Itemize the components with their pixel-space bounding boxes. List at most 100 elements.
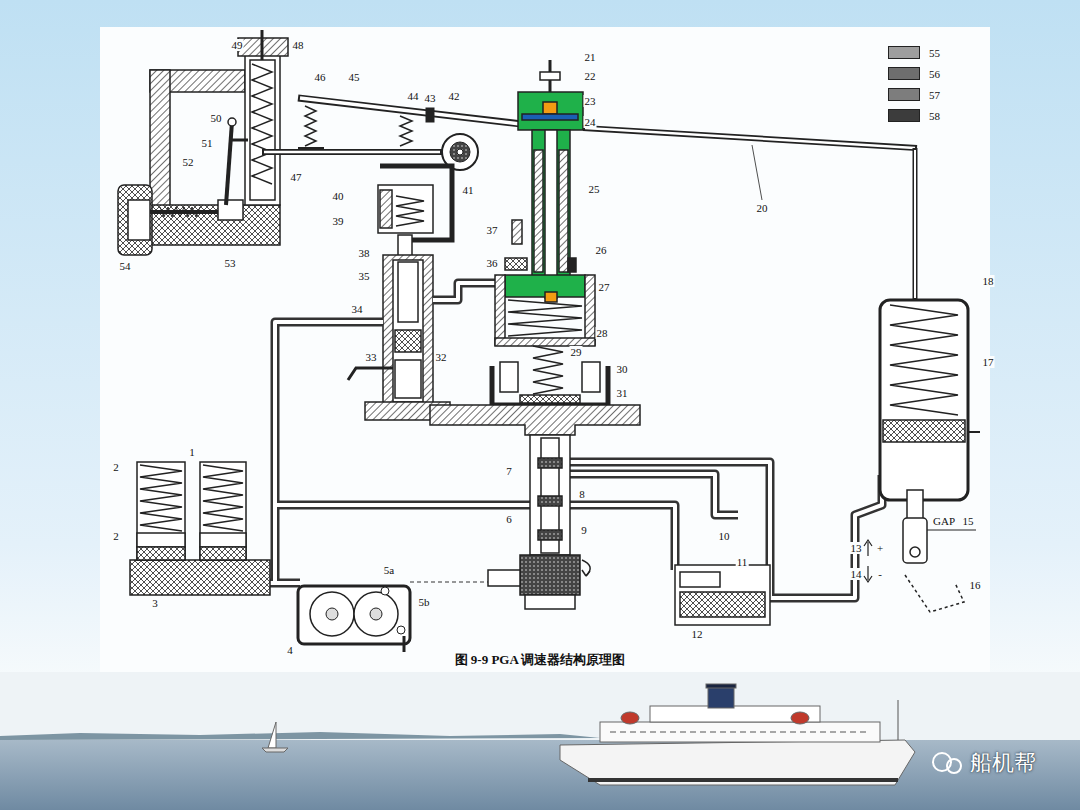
callout-number: 48 [292,39,305,51]
compensation-valve-part [383,255,433,405]
dimension-label: GAP [932,515,956,527]
legend-row: 58 [888,109,940,122]
callout-number: 38 [358,247,371,259]
ballhead-part [488,570,520,586]
ship-photo [262,684,915,785]
legend-text: 58 [929,110,940,122]
speeder-column-part [583,128,917,148]
speeder-column-part [585,128,915,148]
callout-number: 32 [435,351,448,363]
gear-pump-part [403,636,406,652]
upper-left-housing-part [250,60,275,200]
accumulator-part [200,462,246,560]
oil-pipes-part [268,283,882,598]
ship-photo-part [610,732,870,733]
buffer-piston [675,565,770,625]
ballhead-part [500,362,518,392]
levers-part [400,116,412,146]
legend-text: 57 [929,89,940,101]
watermark-icon [933,753,961,773]
gear-pump-part [298,586,410,644]
oil-pipes-part-part [770,475,882,598]
compensation-valve-part [378,185,433,233]
callout-number: 16 [969,579,982,591]
oil-pipes-part-part [570,505,675,570]
buffer-piston-part [680,572,720,587]
background-part [0,672,1080,740]
accumulator-part [137,462,185,560]
power-servo-part [864,540,872,546]
ballhead [430,275,640,609]
callout-number: 17 [982,356,995,368]
speeder-column-part [512,220,522,244]
figure-caption: 图 9-9 PGA 调速器结构原理图 [453,651,628,669]
oil-pipes-part [268,283,882,598]
accumulator-part [137,547,185,560]
ballhead-part [538,530,562,540]
upper-left-housing-part [230,139,248,142]
accumulator-part [140,465,182,531]
accumulator-part [130,560,270,595]
speeder-column-part [505,258,527,270]
callout-number: 4 [286,644,294,656]
gear-pump-part [354,592,398,636]
speeder-column-part [568,258,576,272]
levers-part [305,106,316,146]
speeder-column-part [522,114,578,120]
oil-pipes-part-part [433,283,498,300]
callout-number: 8 [578,488,586,500]
ship-photo-part [262,748,288,752]
callout-number: 44 [407,90,420,102]
power-servo-part [927,530,976,531]
callout-number: 12 [691,628,704,640]
oil-pipes-part-part [570,505,675,570]
compensation-valve-part [398,262,418,322]
callout-number: 11 [736,556,749,568]
compensation-valve-part [396,196,424,226]
watermark-icon-part [947,759,961,773]
levers-part [426,108,434,122]
speeder-column-part [518,92,583,130]
compensation-valve [348,166,452,420]
legend-swatch [888,46,920,59]
compensation-valve-part [395,360,421,398]
ship-photo-part [588,778,898,782]
background-part [0,740,1080,810]
power-servo-part [910,547,920,557]
ballhead-part [530,435,570,555]
oil-pipes-part-part [275,501,530,510]
ballhead-part [538,496,562,506]
speeder-column-part [545,130,557,298]
callout-number: 1 [188,446,196,458]
ballhead-part [533,346,563,394]
callout-number: 28 [596,327,609,339]
legend-swatch [888,67,920,80]
callout-number: 43 [424,92,437,104]
power-servo-part [890,305,958,415]
levers-part [752,145,762,200]
power-servo-part [883,420,965,442]
ship-photo-part [600,722,880,742]
legend-row: 56 [888,67,940,80]
ship-photo-part [268,722,276,748]
levers-part [298,147,324,149]
callout-number: 53 [224,257,237,269]
ballhead-part [495,275,505,345]
legend-text: 55 [929,47,940,59]
callout-number: 9 [580,524,588,536]
legend-row: 55 [888,46,940,59]
power-servo-part [867,566,868,580]
upper-left-housing-part [228,118,236,126]
compensation-valve-part [398,235,412,257]
upper-left-housing-part [128,200,150,240]
gear-pump-part [326,608,338,620]
power-servo-part [880,300,968,500]
gear-pump-part [397,626,405,634]
callout-number: 36 [486,257,499,269]
gear-pump-part [310,592,354,636]
levers-part [450,142,470,162]
legend-swatch [888,109,920,122]
oil-pipes-part-part [268,581,300,585]
power-servo-part [968,431,980,433]
